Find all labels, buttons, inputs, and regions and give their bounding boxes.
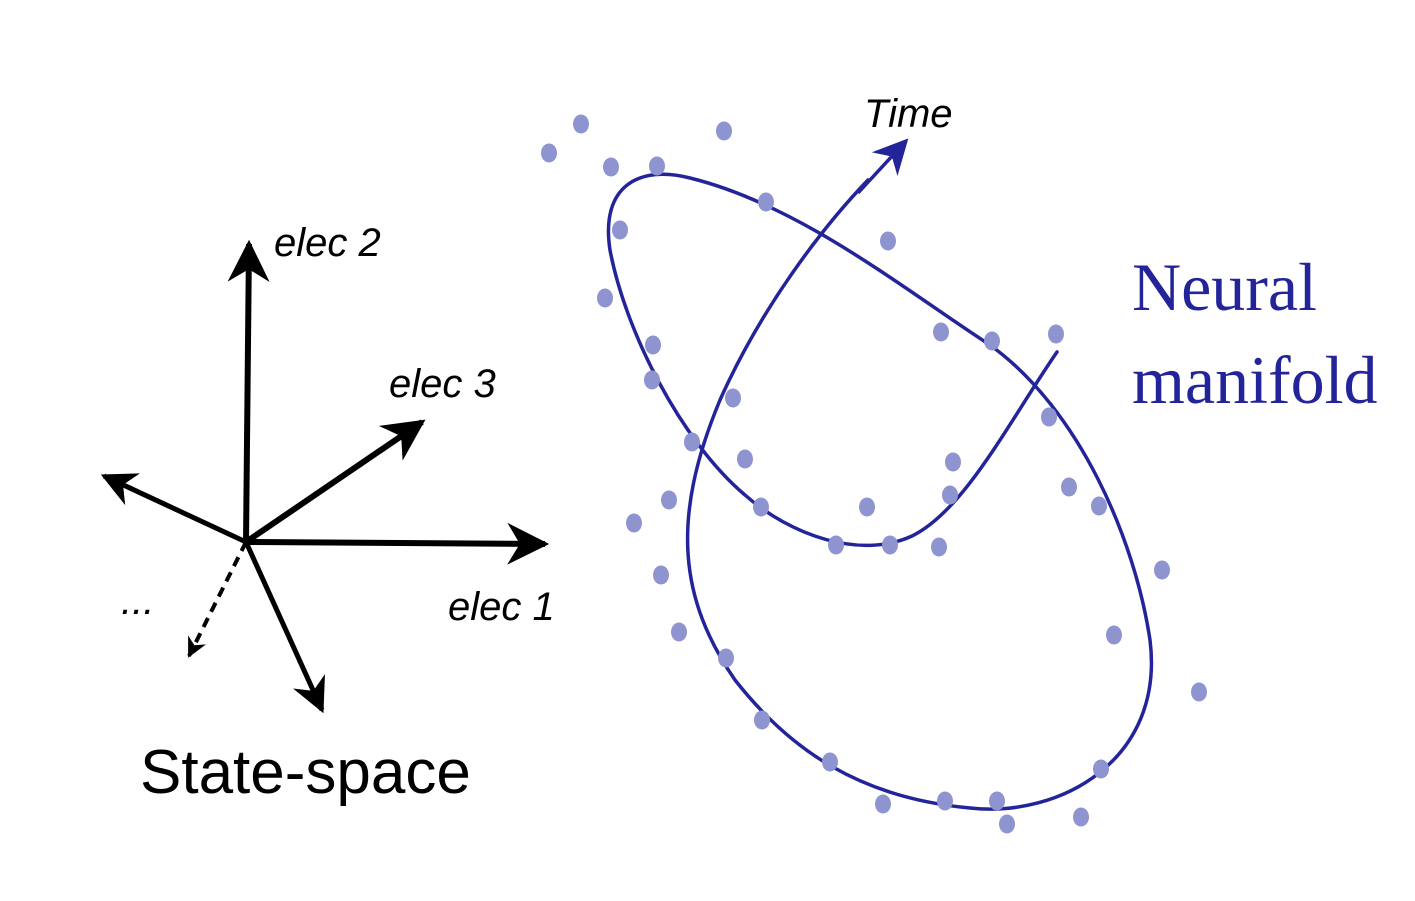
data-point — [1073, 807, 1089, 827]
manifold-label-line1: Neural — [1132, 249, 1317, 325]
data-point — [1093, 759, 1109, 779]
data-point — [645, 335, 661, 355]
elec3-label: elec 3 — [389, 362, 496, 406]
data-point — [999, 814, 1015, 834]
data-point — [984, 331, 1000, 351]
data-point — [1106, 625, 1122, 645]
data-point — [754, 710, 770, 730]
data-point — [626, 513, 642, 533]
data-point — [753, 497, 769, 517]
data-point — [597, 288, 613, 308]
ellipsis-label: ... — [121, 579, 154, 623]
data-point — [661, 490, 677, 510]
data-point — [1091, 496, 1107, 516]
data-point — [1154, 560, 1170, 580]
data-point — [828, 535, 844, 555]
elec1-axis-arrow — [245, 522, 550, 565]
data-point — [933, 322, 949, 342]
elec3-axis-arrow — [244, 419, 426, 545]
data-point — [1041, 407, 1057, 427]
data-point — [1061, 477, 1077, 497]
data-point — [822, 752, 838, 772]
data-point — [644, 370, 660, 390]
elec2-label: elec 2 — [274, 221, 381, 265]
data-point — [541, 143, 557, 163]
data-point — [942, 485, 958, 505]
state-space-title: State-space — [140, 738, 471, 807]
manifold: Time Neural manifold — [541, 92, 1378, 834]
data-point — [937, 791, 953, 811]
state-space-axes: elec 2 elec 3 elec 1 ... State-space — [100, 221, 555, 807]
data-point — [875, 794, 891, 814]
data-point — [931, 537, 947, 557]
data-point — [1048, 324, 1064, 344]
manifold-label-line2: manifold — [1132, 342, 1378, 418]
data-point — [1191, 682, 1207, 702]
data-point — [737, 449, 753, 469]
data-point — [880, 231, 896, 251]
time-label: Time — [864, 92, 953, 136]
data-point — [684, 432, 700, 452]
data-point — [671, 622, 687, 642]
neural-activity-points — [541, 114, 1207, 834]
data-point — [718, 648, 734, 668]
data-point — [716, 121, 732, 141]
data-point — [653, 565, 669, 585]
data-point — [725, 388, 741, 408]
extra-axis-arrow-down — [243, 540, 325, 714]
data-point — [603, 157, 619, 177]
elec1-label: elec 1 — [448, 585, 555, 629]
data-point — [859, 497, 875, 517]
data-point — [989, 791, 1005, 811]
elec2-axis-arrow — [227, 239, 270, 543]
data-point — [612, 220, 628, 240]
data-point — [945, 452, 961, 472]
data-point — [573, 114, 589, 134]
extra-axis-arrow-left — [100, 473, 248, 545]
time-arrow-head-segment — [856, 138, 909, 195]
data-point — [882, 535, 898, 555]
data-point — [649, 156, 665, 176]
data-point — [758, 192, 774, 212]
dashed-axis-arrow — [187, 541, 248, 658]
